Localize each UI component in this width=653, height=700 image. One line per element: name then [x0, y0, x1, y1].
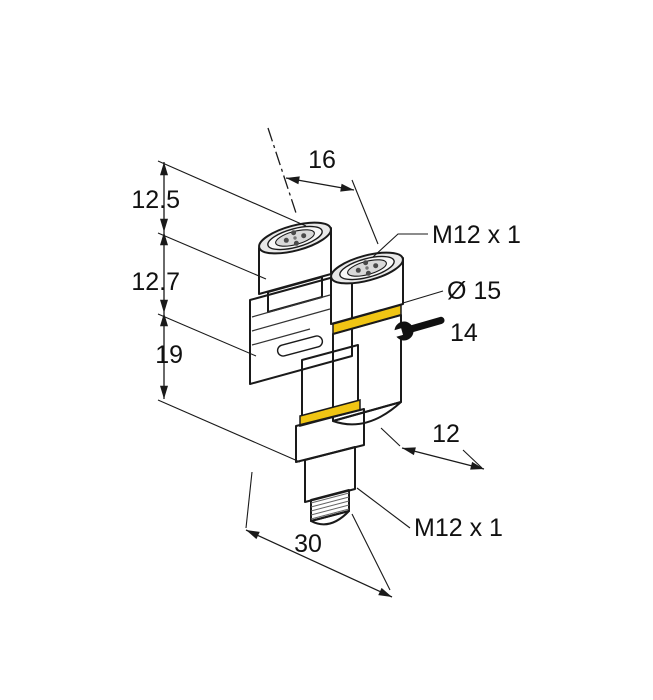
- diameter-label: Ø 15: [447, 277, 501, 305]
- right-female-connector: [330, 251, 404, 426]
- dim-19-label: 19: [155, 341, 183, 369]
- leader-line-diameter: [402, 290, 444, 304]
- wrench-icon: [390, 316, 445, 341]
- extension-line: [157, 232, 267, 280]
- dim-12-label: 12: [432, 420, 460, 448]
- dimension-line-12: [401, 447, 485, 470]
- y-body-label-slot: [276, 335, 324, 357]
- y-body-block: [249, 271, 353, 385]
- leader-line-thread-top: [372, 233, 428, 258]
- dimension-line-30: [245, 529, 393, 598]
- y-body: [249, 271, 353, 385]
- leader-line-thread-bottom: [356, 487, 411, 529]
- dim-16-label: 16: [308, 146, 336, 174]
- wrench-size-label: 14: [450, 319, 478, 347]
- extension-line: [462, 449, 483, 469]
- right-callout-group: M12 x 1 Ø 15 14 12 M12 x 1: [356, 221, 521, 542]
- extension-line: [351, 179, 379, 245]
- extension-line: [380, 427, 401, 447]
- extension-line: [351, 513, 391, 591]
- bottom-dimension-group: 30: [245, 471, 393, 598]
- bottom-male-connector: [295, 399, 365, 526]
- right-connector-seal-ring: [332, 304, 402, 335]
- right-face-pins: [355, 260, 379, 276]
- extension-line: [157, 399, 301, 463]
- bottom-cylinder: [304, 446, 356, 503]
- dim-12-5-label: 12.5: [131, 186, 180, 214]
- right-ribbed-bottom-cap: [332, 401, 402, 426]
- dim-12-7-label: 12.7: [131, 268, 180, 296]
- left-face-pins: [283, 230, 307, 246]
- bottom-knurl-nut: [295, 408, 365, 463]
- top-dimension-group: 16: [267, 127, 379, 245]
- dim-30-label: 30: [294, 530, 322, 558]
- thread-bottom-label: M12 x 1: [414, 514, 503, 542]
- bottom-thread-lines: [310, 492, 350, 520]
- extension-line: [157, 160, 307, 227]
- left-female-connector: [258, 221, 332, 313]
- extension-line: [245, 471, 253, 529]
- bottom-tip-cap: [310, 510, 350, 526]
- y-body-rib-lines: [251, 294, 331, 346]
- centerline: [267, 127, 298, 217]
- thread-top-label: M12 x 1: [432, 221, 521, 249]
- dimension-line-16: [285, 176, 355, 192]
- extension-line: [157, 313, 257, 357]
- left-dimension-group: 12.5 12.7 19: [131, 160, 307, 463]
